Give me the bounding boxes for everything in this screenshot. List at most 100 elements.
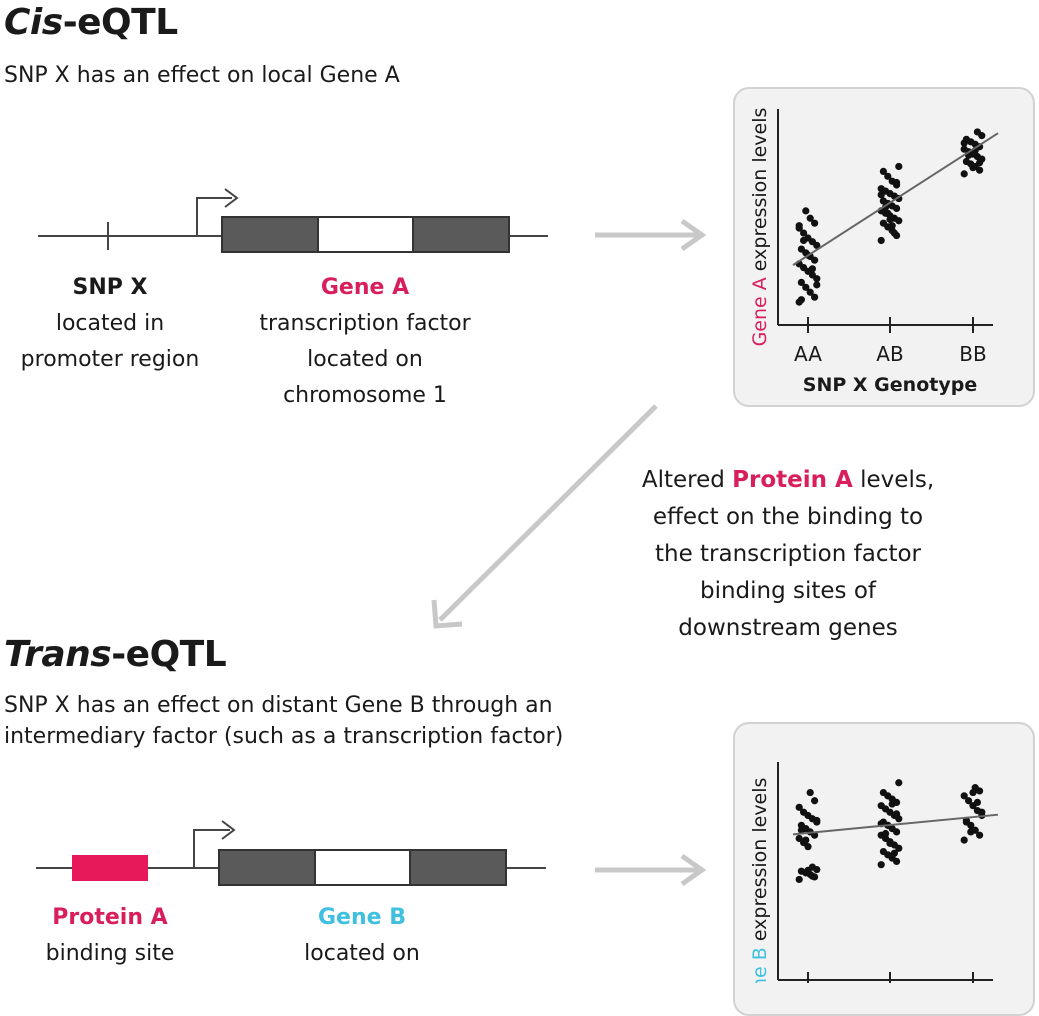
protein-a-label-block: Protein A binding site (0, 900, 220, 972)
cis-gene-diagram (38, 188, 548, 253)
trans-point-aa (795, 803, 803, 811)
trans-point-aa (804, 866, 812, 875)
trans-point-ab (882, 829, 890, 838)
trans-point-bb (976, 831, 984, 839)
cis-point-ab (877, 185, 885, 193)
trans-subtitle: SNP X has an effect on distant Gene B th… (4, 690, 563, 752)
trans-point-aa (802, 836, 810, 844)
note-line-4: binding sites of (699, 578, 877, 604)
trans-point-aa (808, 872, 816, 880)
trans-point-bb (965, 797, 973, 805)
trans-point-aa (813, 816, 821, 825)
trans-point-bb (960, 836, 968, 844)
trans-point-ab (888, 800, 896, 808)
gene-b-exon-2 (409, 849, 507, 886)
cis-promoter-arrowhead (224, 188, 239, 208)
cis-title: Cis-eQTL (4, 2, 178, 43)
cis-y-axis-label: Gene A expression levels (749, 108, 771, 347)
cis-point-ab (877, 236, 885, 245)
note-line-3: the transcription factor (654, 541, 922, 567)
cis-point-ab (895, 162, 903, 171)
trans-gene-diagram (36, 820, 546, 886)
note-protein-a: Protein A (732, 467, 853, 493)
snp-x-label: SNP X (72, 275, 148, 300)
cis-x-tick-label-ab: AB (876, 342, 903, 366)
cis-point-ab (884, 172, 892, 180)
cis-point-aa (797, 296, 805, 304)
cis-point-aa (797, 245, 805, 253)
trans-title-rest: -eQTL (111, 634, 227, 675)
cis-point-bb (960, 170, 968, 178)
trans-y-axis-label-rest: expression levels (749, 778, 771, 948)
cis-point-bb (976, 159, 984, 167)
cis-title-italic: Cis (4, 2, 63, 43)
cis-point-ab (879, 219, 887, 227)
cis-x-tick-label-bb: BB (959, 342, 986, 366)
trans-subtitle-2: intermediary factor (such as a transcrip… (4, 724, 564, 749)
gene-a-label-block: Gene A transcription factor located on c… (225, 270, 505, 414)
trans-point-aa (800, 808, 808, 816)
cis-point-ab (893, 178, 901, 187)
trans-point-bb (973, 798, 981, 806)
trans-point-bb (978, 808, 986, 816)
cis-point-aa (813, 281, 821, 289)
note-line-5: downstream genes (678, 615, 898, 641)
trans-point-ab (893, 810, 901, 818)
cis-point-aa (802, 283, 810, 291)
cis-point-bb (960, 145, 968, 153)
cis-title-rest: -eQTL (62, 2, 178, 43)
cis-point-ab (890, 229, 898, 237)
trans-point-aa (806, 788, 814, 797)
snp-x-desc-2: promoter region (20, 347, 200, 372)
gene-a-label: Gene A (320, 275, 410, 300)
trans-y-axis-label-gene: Gene B (749, 947, 771, 983)
cis-point-bb (969, 164, 977, 172)
gene-b-desc-1: located on (304, 941, 420, 966)
trans-promoter-arrowhead (221, 820, 236, 840)
cis-y-axis-label-rest: expression levels (749, 108, 771, 278)
trans-title-italic: Trans (4, 634, 112, 675)
cis-y-axis-label-gene: Gene A (749, 277, 771, 346)
trans-point-aa (797, 826, 805, 834)
cis-point-bb (960, 139, 968, 147)
trans-point-ab (895, 779, 903, 787)
trans-point-ab (886, 839, 894, 847)
protein-a-desc: binding site (45, 941, 175, 966)
trans-point-bb (967, 828, 975, 836)
cis-point-aa (800, 229, 808, 237)
cis-point-aa (800, 236, 808, 245)
cis-point-ab (884, 209, 892, 217)
cis-point-ab (888, 222, 896, 230)
trans-point-bb (969, 788, 977, 797)
cis-promoter-arrow (196, 197, 232, 236)
note-line-1-pre: Altered (641, 467, 733, 493)
protein-a-binding-site (72, 855, 148, 881)
cis-point-aa (795, 222, 803, 230)
gene-b-label: Gene B (318, 905, 406, 930)
gene-b-intron (314, 849, 411, 886)
trans-subtitle-1: SNP X has an effect on distant Gene B th… (4, 693, 553, 718)
gene-a-desc-2: located on (307, 347, 423, 372)
cis-subtitle: SNP X has an effect on local Gene A (4, 63, 400, 88)
gene-a-desc-1: transcription factor (259, 311, 471, 336)
note-line-1-post: levels, (852, 467, 935, 493)
snp-x-label-block: SNP X located in promoter region (0, 270, 220, 378)
snp-x-desc-1: located in (55, 311, 165, 336)
cis-point-ab (879, 167, 887, 175)
cis-point-ab (877, 191, 885, 199)
trans-point-ab (877, 861, 885, 869)
cis-point-aa (802, 207, 810, 215)
trans-title: Trans-eQTL (4, 634, 227, 675)
cis-point-aa (811, 293, 819, 301)
diagonal-arrow (431, 404, 658, 629)
cis-chart-panel (733, 87, 1035, 407)
trans-point-ab (877, 802, 885, 810)
trans-point-ab (879, 847, 887, 856)
gene-a-desc-3: chromosome 1 (283, 383, 447, 408)
protein-a-label: Protein A (52, 905, 168, 930)
cis-point-aa (808, 265, 816, 273)
note-line-1: Altered Protein A levels, (578, 462, 998, 499)
cis-point-aa (806, 214, 814, 222)
